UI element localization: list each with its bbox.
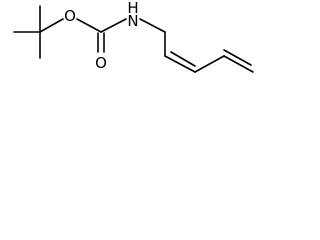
nitrogen-hydrogen-label: H <box>127 0 138 17</box>
bond-cis-double-b <box>170 51 196 67</box>
molecule-structure: O O H N <box>13 0 254 73</box>
bond-tbu-to-ester-oxygen <box>39 18 64 33</box>
ester-oxygen-label: O <box>64 7 76 25</box>
bond-terminal-double-b <box>223 49 252 66</box>
nitrogen-label: N <box>127 12 138 30</box>
bond-ester-oxygen-to-carbonyl <box>76 18 102 33</box>
bond-terminal-double-a <box>223 55 254 73</box>
bond-carbonyl-to-nitrogen <box>100 18 127 33</box>
bond-cis-double-a <box>164 55 196 73</box>
bond-nitrogen-to-ch2 <box>139 18 166 33</box>
carbonyl-oxygen-label: O <box>95 54 107 72</box>
bond-c3-to-c4 <box>194 55 225 73</box>
